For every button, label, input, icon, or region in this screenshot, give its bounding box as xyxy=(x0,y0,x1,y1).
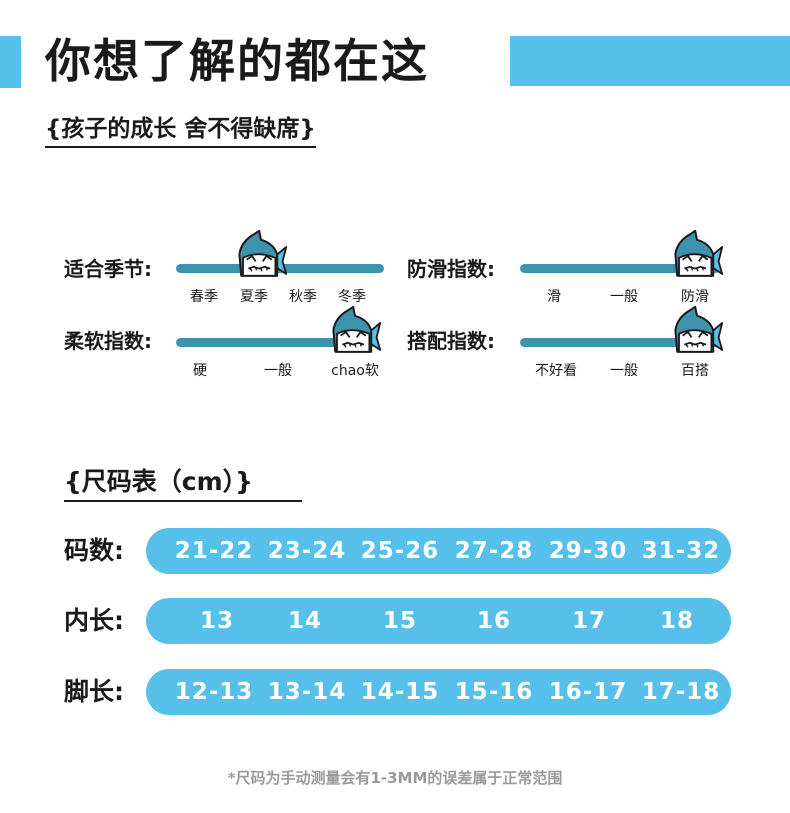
rating-tick: 一般 xyxy=(610,289,638,305)
rating-tick: 硬 xyxy=(193,363,207,379)
rating-tick: 不好看 xyxy=(535,363,577,379)
size-cell: 27-28 xyxy=(454,538,534,564)
size-cell: 15 xyxy=(382,608,418,634)
size-table-title: {尺码表（cm）} xyxy=(64,466,302,502)
size-cell: 13 xyxy=(199,608,235,634)
size-cell: 18 xyxy=(659,608,695,634)
rating-tick: 秋季 xyxy=(289,289,317,305)
page-subtitle: {孩子的成长 舍不得缺席} xyxy=(45,114,316,148)
shark-icon xyxy=(670,305,724,359)
size-cell: 23-24 xyxy=(267,538,347,564)
page-title: 你想了解的都在这 xyxy=(45,34,429,88)
rating-tick: 春季 xyxy=(190,289,218,305)
size-cell: 14 xyxy=(287,608,323,634)
size-row-label: 码数: xyxy=(64,536,124,565)
size-cell: 17 xyxy=(571,608,607,634)
size-cell: 21-22 xyxy=(174,538,254,564)
size-cell: 12-13 xyxy=(174,679,254,705)
size-cell: 14-15 xyxy=(360,679,440,705)
rating-tick: 冬季 xyxy=(338,289,366,305)
size-cell: 25-26 xyxy=(360,538,440,564)
rating-label-season: 适合季节: xyxy=(64,257,152,281)
size-cell: 16-17 xyxy=(548,679,628,705)
rating-label-antislip: 防滑指数: xyxy=(407,257,495,281)
shark-icon xyxy=(234,229,288,283)
size-cell: 15-16 xyxy=(454,679,534,705)
rating-tick: 一般 xyxy=(610,363,638,379)
shark-icon xyxy=(328,305,382,359)
rating-tick: 夏季 xyxy=(240,289,268,305)
footnote: *尺码为手动测量会有1-3MM的误差属于正常范围 xyxy=(227,769,563,787)
rating-tick: 百搭 xyxy=(681,363,709,379)
size-cell: 13-14 xyxy=(267,679,347,705)
rating-track-softness xyxy=(176,338,376,347)
rating-track-antislip xyxy=(520,264,720,273)
rating-label-softness: 柔软指数: xyxy=(64,329,152,353)
rating-label-matching: 搭配指数: xyxy=(407,329,495,353)
size-cell: 31-32 xyxy=(641,538,721,564)
size-cell: 29-30 xyxy=(548,538,628,564)
rating-tick: 防滑 xyxy=(681,289,709,305)
rating-tick: 一般 xyxy=(264,363,292,379)
rating-tick: chao软 xyxy=(331,363,379,379)
rating-track-matching xyxy=(520,338,720,347)
shark-icon xyxy=(670,229,724,283)
size-cell: 17-18 xyxy=(641,679,721,705)
size-row xyxy=(146,669,731,715)
size-row-label: 脚长: xyxy=(64,677,124,706)
size-cell: 16 xyxy=(476,608,512,634)
rating-tick: 滑 xyxy=(547,289,561,305)
size-row xyxy=(146,598,731,644)
size-row-label: 内长: xyxy=(64,606,124,635)
header-accent-bar-right xyxy=(510,36,790,86)
header-accent-bar-left xyxy=(0,36,21,88)
size-row xyxy=(146,528,731,574)
